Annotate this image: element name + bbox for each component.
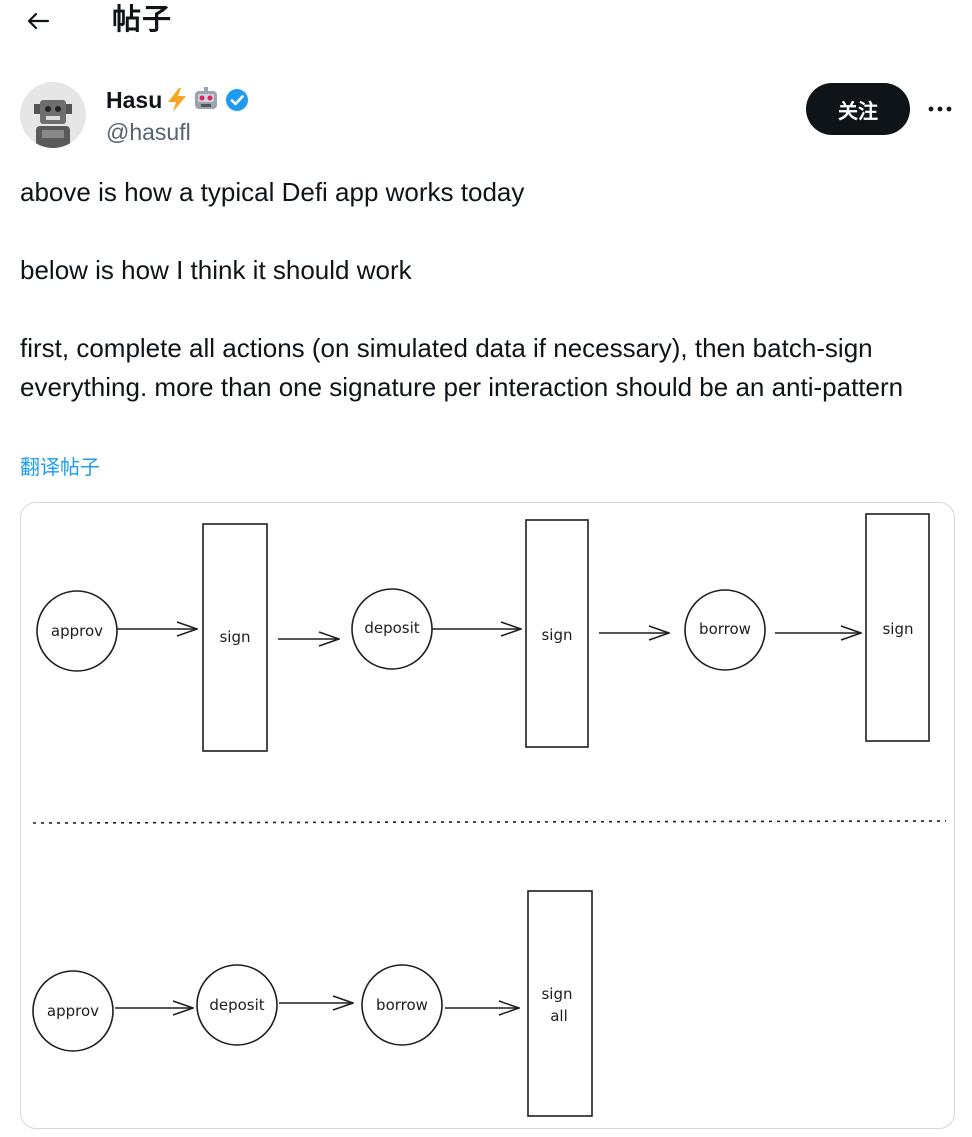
diagram-label: sign <box>219 628 250 646</box>
avatar[interactable] <box>20 82 86 148</box>
arrow-left-icon <box>27 12 50 30</box>
author-name-row[interactable]: Hasu <box>106 86 250 114</box>
page-title: 帖子 <box>112 4 173 36</box>
diagram-label: sign <box>882 620 913 638</box>
post-text: above is how a typical Defi app works to… <box>20 173 955 407</box>
sign-box <box>525 519 589 748</box>
top-bar: 帖子 <box>0 0 972 44</box>
post-media-image[interactable]: approv sign deposit sign borrow sign app… <box>20 502 955 1129</box>
dotted-divider <box>32 820 947 824</box>
back-button[interactable] <box>24 6 54 36</box>
diagram-label: borrow <box>376 996 428 1014</box>
flow-diagram: approv sign deposit sign borrow sign app… <box>32 513 947 1117</box>
approv-node <box>32 970 114 1052</box>
post-paragraph: below is how I think it should work <box>20 255 412 285</box>
post-spacer <box>20 212 955 251</box>
diagram-label: deposit <box>209 996 264 1014</box>
verified-badge-icon <box>226 89 249 111</box>
borrow-node <box>361 964 443 1046</box>
post-paragraph: first, complete all actions (on simulate… <box>20 333 904 402</box>
diagram-label: approv <box>51 622 103 640</box>
deposit-node <box>196 964 278 1046</box>
author-handle[interactable]: @hasufl <box>106 119 191 145</box>
sign-box <box>202 523 268 752</box>
diagram-label: borrow <box>699 620 751 638</box>
more-horizontal-icon <box>928 106 952 112</box>
sign-all-box <box>527 890 593 1117</box>
robot-emoji-icon <box>195 87 218 109</box>
post-paragraph: above is how a typical Defi app works to… <box>20 177 525 207</box>
diagram-label: deposit <box>364 619 419 637</box>
post-spacer <box>20 290 955 329</box>
approv-node <box>36 590 118 672</box>
diagram-label: approv <box>47 1002 99 1020</box>
more-button[interactable] <box>924 94 956 124</box>
borrow-node <box>684 589 766 671</box>
author-name: Hasu <box>106 87 163 113</box>
sign-box <box>865 513 930 742</box>
follow-button[interactable]: 关注 <box>806 83 910 135</box>
diagram-label: sign <box>541 985 572 1003</box>
translate-post-link[interactable]: 翻译帖子 <box>20 457 100 479</box>
diagram-label: sign <box>541 626 572 644</box>
lightning-emoji-icon <box>168 88 187 112</box>
diagram-label: all <box>550 1007 568 1025</box>
robot-avatar-icon <box>20 82 86 148</box>
